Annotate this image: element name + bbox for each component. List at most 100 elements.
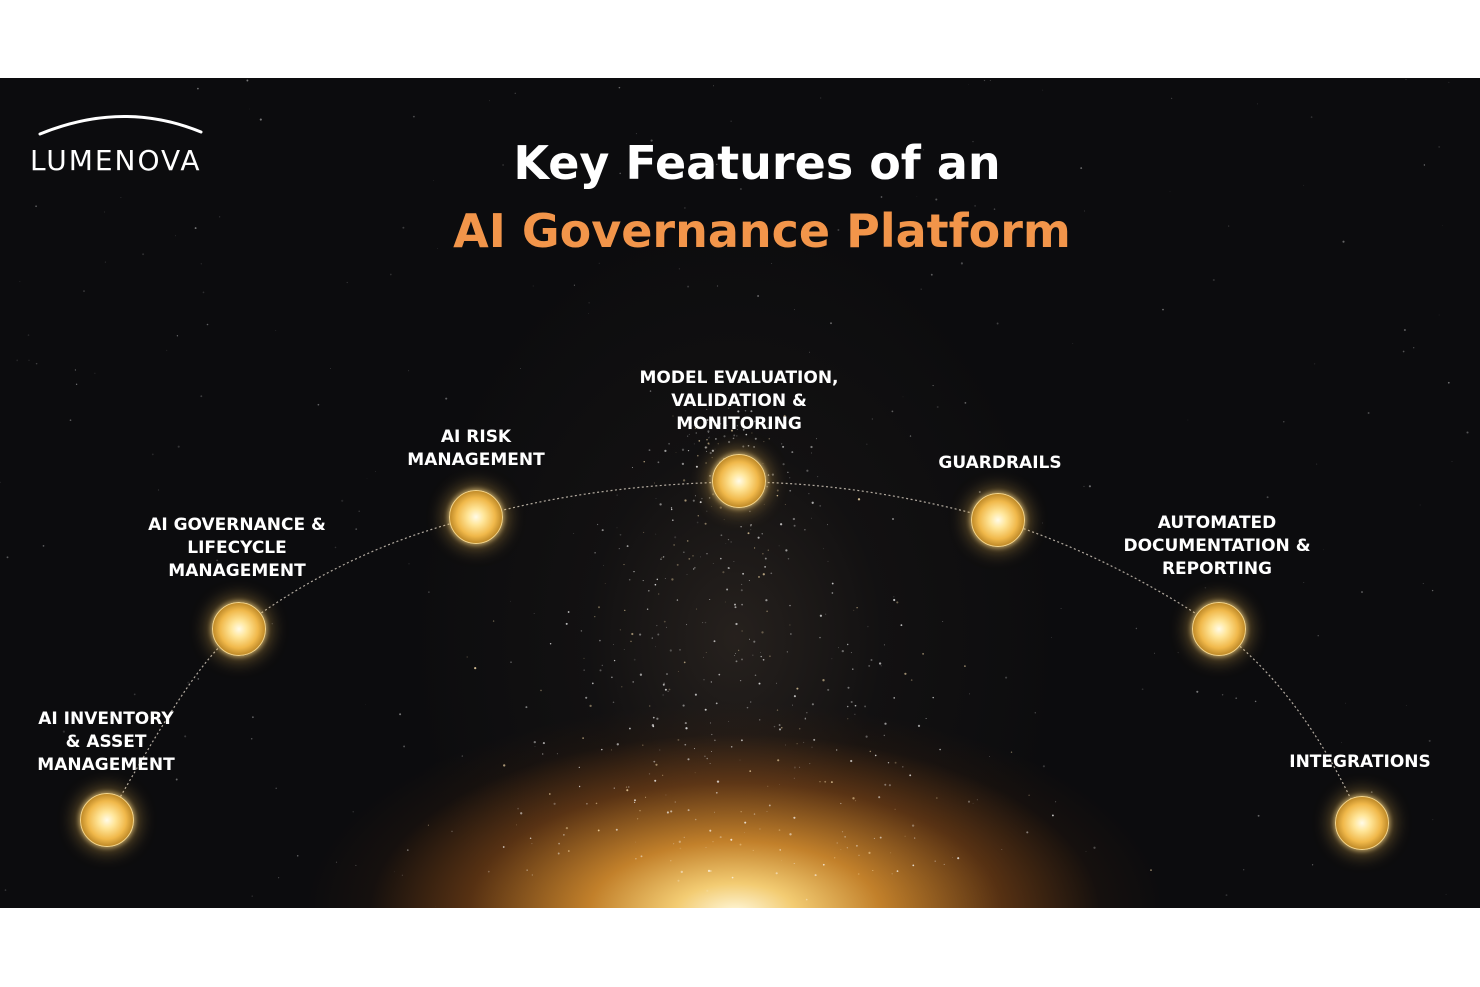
star — [1266, 496, 1269, 499]
star — [317, 403, 320, 406]
star — [880, 196, 883, 198]
star — [663, 682, 665, 684]
star — [854, 713, 856, 715]
star — [601, 748, 603, 751]
star — [678, 840, 681, 843]
star — [612, 701, 615, 704]
star — [841, 649, 844, 653]
star — [762, 573, 765, 576]
star — [823, 548, 824, 550]
star — [533, 613, 535, 614]
star — [631, 632, 634, 636]
star — [717, 443, 719, 445]
star — [910, 679, 913, 681]
star — [770, 572, 773, 575]
star — [1432, 819, 1434, 821]
star — [219, 216, 221, 218]
star — [891, 873, 893, 875]
star — [1042, 89, 1044, 91]
star — [747, 532, 750, 535]
star — [666, 673, 668, 675]
feature-node-inventory — [80, 793, 134, 847]
star — [728, 721, 730, 722]
star — [742, 445, 745, 448]
star — [151, 453, 154, 456]
star — [768, 437, 771, 440]
star — [655, 646, 656, 648]
star — [782, 463, 785, 466]
star — [355, 528, 358, 530]
star — [719, 836, 722, 839]
star — [502, 164, 504, 166]
star — [531, 874, 533, 876]
star — [739, 187, 742, 191]
star — [661, 556, 663, 558]
star — [104, 261, 106, 263]
star — [894, 761, 897, 764]
star — [909, 774, 912, 777]
star — [618, 86, 621, 89]
star — [709, 598, 711, 601]
star — [1254, 700, 1257, 703]
star — [972, 140, 974, 143]
star — [1243, 869, 1245, 871]
star — [650, 139, 653, 142]
star — [251, 895, 253, 897]
feature-label-risk: AI RISK MANAGEMENT — [366, 426, 586, 472]
star — [904, 672, 907, 675]
star — [1422, 583, 1424, 585]
star — [1060, 607, 1062, 610]
star — [1162, 308, 1164, 311]
star — [687, 435, 689, 437]
star — [768, 804, 771, 807]
star — [664, 449, 667, 453]
star — [346, 281, 348, 284]
star — [703, 656, 704, 658]
star — [852, 797, 855, 800]
star — [259, 118, 262, 121]
feature-label-line: MANAGEMENT — [407, 450, 545, 470]
star — [374, 471, 376, 472]
star — [659, 503, 662, 506]
star — [706, 439, 708, 441]
star — [789, 604, 791, 607]
star — [626, 545, 629, 548]
star — [74, 369, 76, 371]
star — [856, 607, 858, 609]
star — [715, 702, 718, 705]
star — [869, 750, 872, 753]
star — [599, 669, 602, 672]
star — [694, 772, 696, 774]
star — [744, 410, 747, 412]
star — [775, 872, 778, 875]
star — [1447, 381, 1450, 384]
logo-text: LUMENOVA — [30, 144, 202, 177]
star — [520, 368, 521, 369]
star — [677, 738, 680, 741]
star — [939, 748, 941, 751]
star — [1438, 145, 1441, 148]
star — [857, 498, 861, 501]
star — [556, 753, 558, 755]
star — [752, 654, 754, 656]
star — [674, 801, 677, 803]
star — [69, 419, 72, 422]
star — [706, 757, 708, 760]
star — [589, 704, 592, 708]
star — [935, 198, 938, 201]
star — [666, 811, 669, 814]
star — [736, 435, 738, 437]
star — [1141, 688, 1144, 691]
star — [365, 703, 366, 705]
star — [1083, 485, 1085, 487]
star — [793, 816, 796, 819]
star — [684, 743, 687, 746]
feature-node-governance — [212, 602, 266, 656]
star — [474, 667, 477, 670]
star — [1361, 591, 1363, 593]
star — [662, 694, 664, 696]
star — [1431, 589, 1434, 592]
star — [754, 674, 757, 676]
star — [677, 671, 679, 672]
star — [773, 725, 776, 728]
